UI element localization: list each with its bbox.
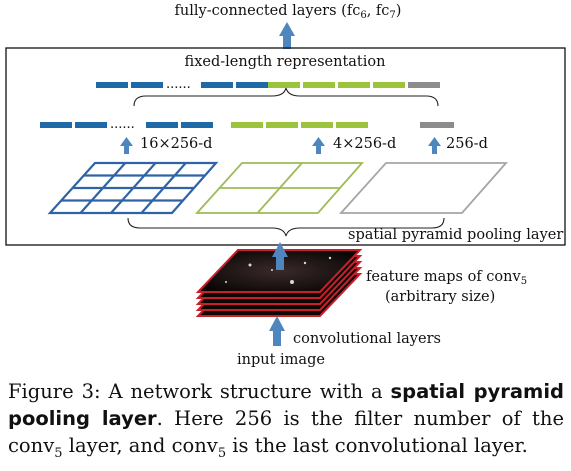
arrow-up-icon	[428, 137, 441, 154]
grid-1x1	[338, 162, 508, 214]
figure-caption: Figure 3: A network structure with a spa…	[8, 378, 564, 467]
arrow-up-icon	[269, 316, 285, 346]
input-image-label: input image	[237, 352, 325, 368]
conv-layers-label: convolutional layers	[293, 331, 441, 347]
seg-blue	[146, 122, 178, 128]
brace-bottom	[127, 217, 445, 237]
fixed-length-label: fixed-length representation	[185, 54, 386, 70]
seg-blue	[40, 122, 72, 128]
arrow-up-icon	[272, 242, 288, 270]
activation-spots	[225, 256, 332, 284]
seg-green	[231, 122, 263, 128]
seg-green	[373, 82, 405, 88]
seg-green	[301, 122, 333, 128]
spp-box	[5, 47, 566, 246]
seg-green	[338, 82, 370, 88]
seg-blue	[131, 82, 163, 88]
dots-top: ......	[166, 77, 191, 92]
seg-blue	[75, 122, 107, 128]
caption-line-2: pooling layer. Here 256 is the filter nu…	[8, 407, 564, 430]
fixed-length-bar: ......	[96, 77, 440, 92]
seg-blue	[96, 82, 128, 88]
arrow-to-fc-icon	[279, 22, 295, 49]
seg-blue	[181, 122, 213, 128]
seg-gray	[420, 122, 454, 128]
seg-green	[336, 122, 368, 128]
arrow-up-icon	[120, 137, 133, 154]
seg-green	[303, 82, 335, 88]
caption-line-1: Figure 3: A network structure with a spa…	[8, 380, 564, 403]
seg-blue	[201, 82, 233, 88]
seg-blue	[236, 82, 268, 88]
feature-map-top	[195, 249, 363, 293]
pooled-vector-16: ......	[40, 117, 213, 132]
feature-maps-label: feature maps of conv5	[366, 269, 527, 287]
caption-line-3: conv5 layer, and conv5 is the last convo…	[8, 434, 528, 461]
grid-2x2	[194, 162, 364, 214]
dots-mid: ......	[110, 117, 135, 132]
arrow-up-icon	[312, 137, 325, 154]
seg-gray	[408, 82, 440, 88]
grid-4x4	[47, 161, 219, 215]
seg-green	[268, 82, 300, 88]
fc-layers-label: fully-connected layers (fc6, fc7)	[175, 3, 402, 21]
dim-label-1: 256-d	[446, 136, 488, 152]
arbitrary-size-label: (arbitrary size)	[385, 289, 495, 305]
brace-top	[133, 87, 439, 107]
feature-maps-stack	[195, 249, 363, 317]
pooled-vector-4	[231, 122, 368, 128]
seg-green	[266, 122, 298, 128]
pooled-vector-1	[420, 122, 454, 128]
dim-label-16: 16×256-d	[140, 136, 212, 152]
dim-label-4: 4×256-d	[333, 136, 396, 152]
spp-layer-label: spatial pyramid pooling layer	[348, 227, 563, 243]
